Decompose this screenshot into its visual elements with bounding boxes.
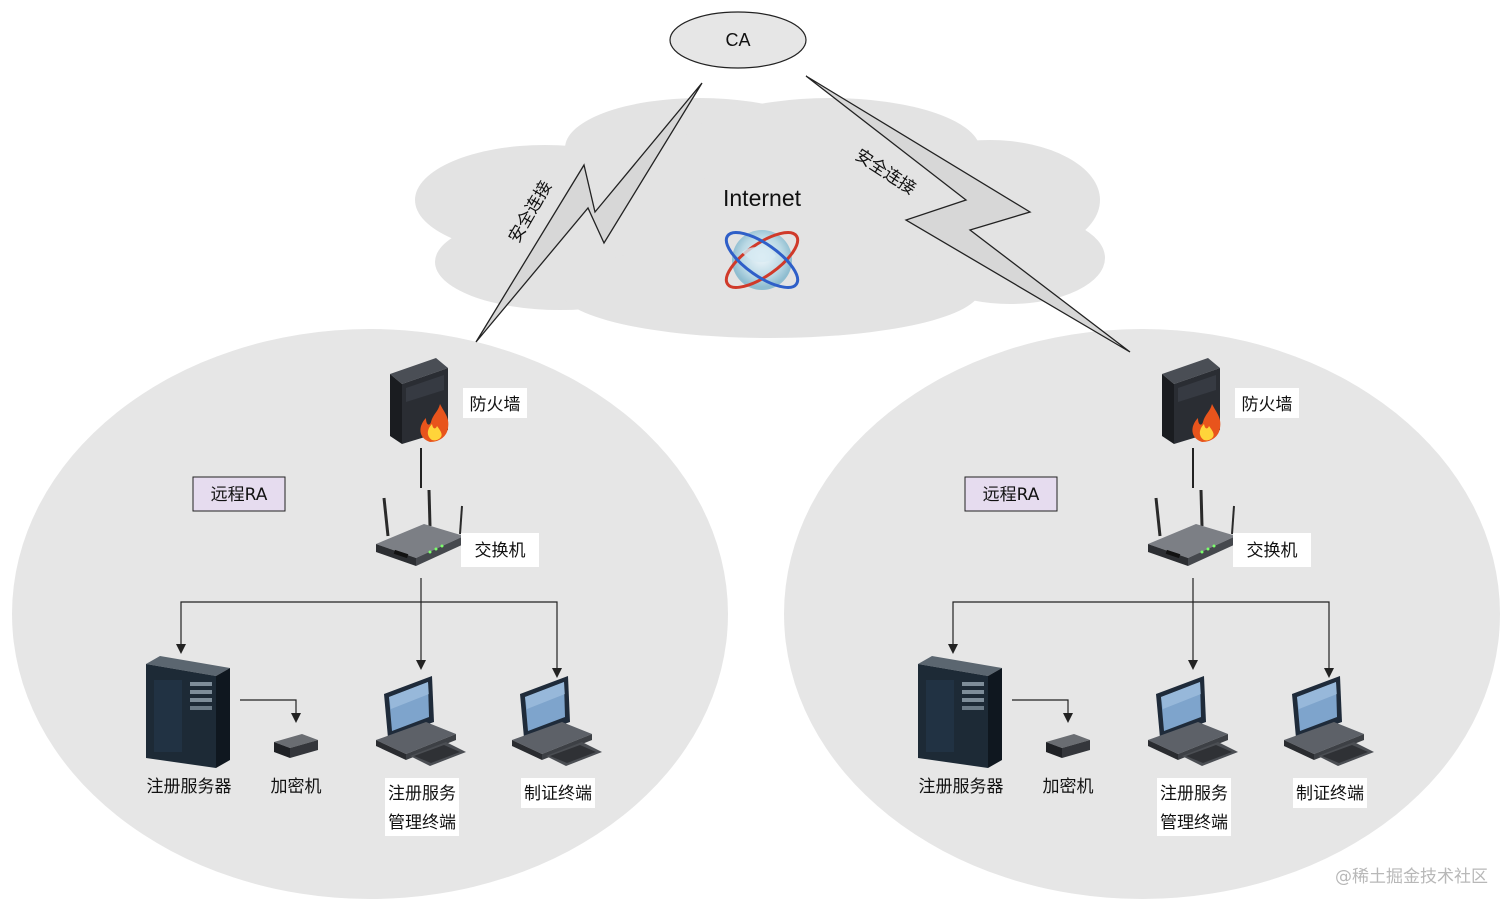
- internet-label: Internet: [723, 185, 802, 211]
- ca-label: CA: [725, 30, 750, 50]
- ca-node: [669, 11, 807, 69]
- distribution-lines: [952, 578, 1330, 716]
- encryptor-label: 加密机: [1043, 777, 1094, 797]
- arrowheads: [948, 644, 1334, 723]
- secure-connection-right-bolt: [805, 75, 1131, 353]
- firewall-label: 防火墙: [470, 395, 521, 415]
- ra-title-box: [192, 476, 286, 512]
- firewall-label: 防火墙: [1242, 395, 1293, 415]
- watermark-text: @稀土掘金技术社区: [1335, 867, 1488, 887]
- mgmt-terminal-label-line2: 管理终端: [388, 813, 456, 833]
- cert-terminal-label: 制证终端: [524, 784, 592, 804]
- site-left: 远程RA 防火墙 交换机 注册服务器 加密机 注册服务 管理终端 制证终端: [146, 358, 602, 836]
- switch-label: 交换机: [1247, 541, 1298, 561]
- mgmt-terminal-label-line2: 管理终端: [1160, 813, 1228, 833]
- site-left-area: [12, 329, 728, 899]
- register-server-icon: [146, 656, 230, 768]
- distribution-lines: [180, 578, 558, 716]
- arrowheads: [176, 644, 562, 723]
- ra-title: 远程RA: [211, 485, 268, 505]
- secure-connection-left-bolt: [475, 82, 703, 343]
- register-server-label: 注册服务器: [147, 777, 232, 797]
- mgmt-terminal-label-line1: 注册服务: [1160, 784, 1228, 804]
- cert-terminal-label: 制证终端: [1296, 784, 1364, 804]
- site-right: 远程RA 防火墙 交换机 注册服务器 加密机 注册服务 管理终端 制证终端: [918, 358, 1374, 836]
- ra-title: 远程RA: [983, 485, 1040, 505]
- ra-title-box: [964, 476, 1058, 512]
- encryptor-label: 加密机: [271, 777, 322, 797]
- register-server-icon: [918, 656, 1002, 768]
- mgmt-terminal-label-line1: 注册服务: [388, 784, 456, 804]
- register-server-label: 注册服务器: [919, 777, 1004, 797]
- internet-globe-icon: [724, 230, 800, 290]
- site-right-area: [784, 329, 1500, 899]
- switch-label: 交换机: [475, 541, 526, 561]
